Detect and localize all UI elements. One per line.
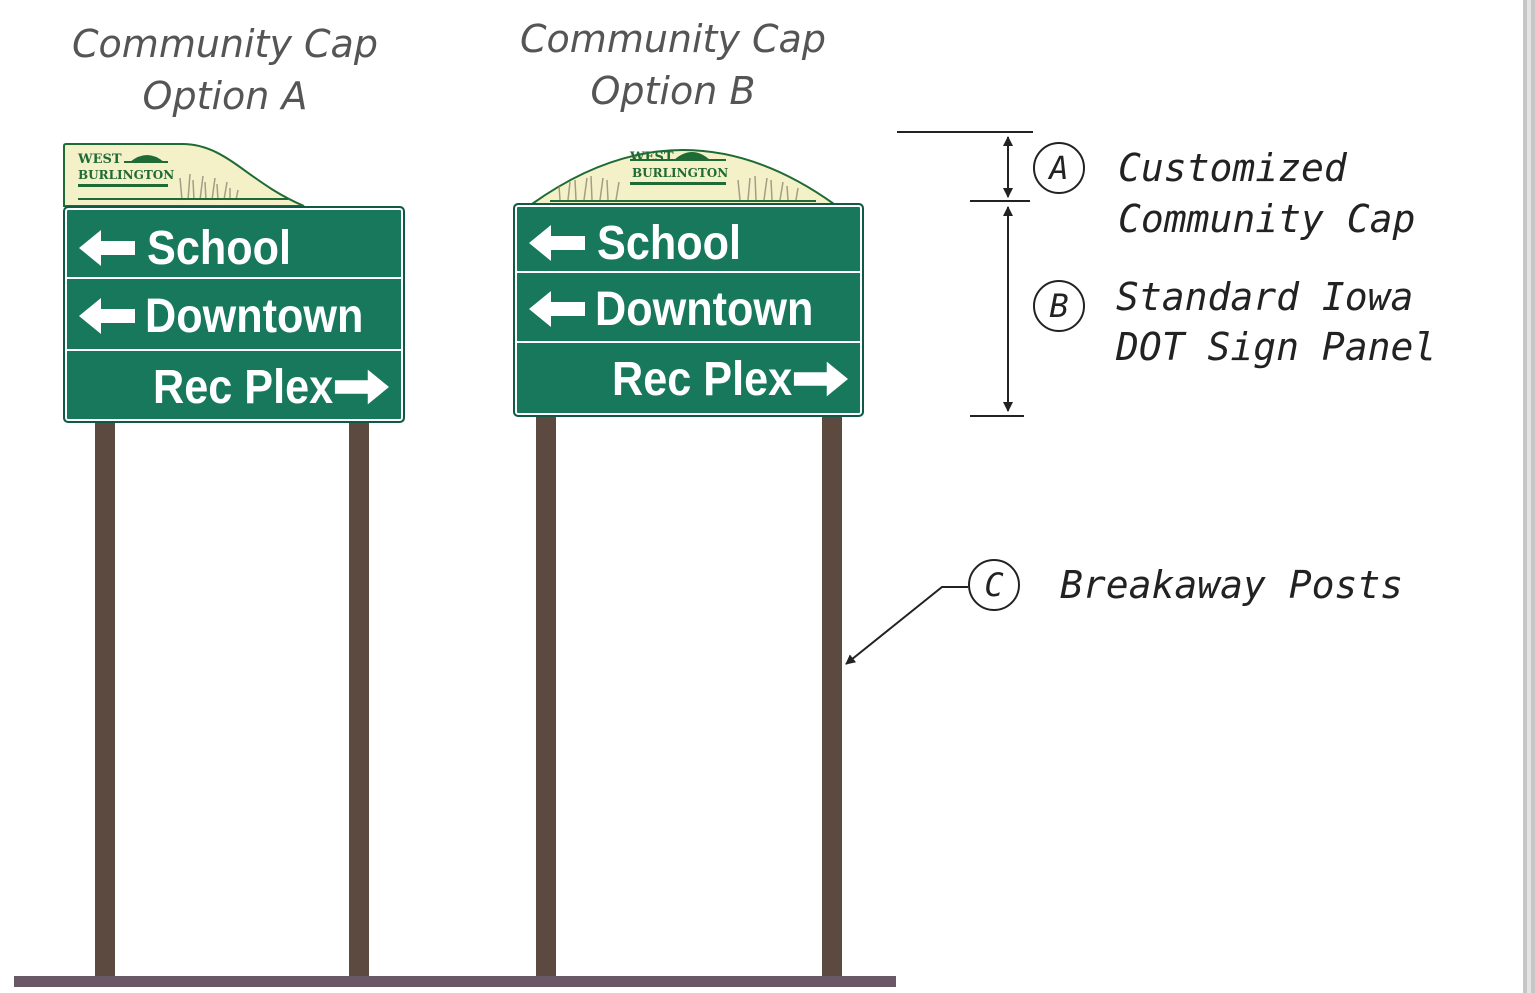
community-cap-b: WEST BURLINGTON: [530, 136, 836, 206]
sign-panel-b: School Downtown Rec Plex: [514, 204, 863, 416]
breakaway-post-a-right: [349, 420, 369, 978]
sign-b-row-recplex: Rec Plex: [515, 348, 862, 410]
page-edge-highlight: [1527, 0, 1531, 993]
breakaway-post-b-right: [822, 414, 842, 978]
callout-b-circle: B: [1033, 280, 1085, 332]
option-b-title-line2: Option B: [590, 69, 756, 113]
cap-b-logo-line2: BURLINGTON: [632, 166, 729, 180]
sign-b-row-school: School: [515, 213, 862, 273]
sign-b-divider-1: [515, 271, 862, 273]
callout-b-text-line2: DOT Sign Panel: [1116, 325, 1437, 369]
callout-a-text-line2: Community Cap: [1118, 197, 1416, 241]
breakaway-post-a-left: [95, 420, 115, 978]
left-arrow-icon: [529, 225, 585, 261]
sign-a-row-recplex: Rec Plex: [65, 356, 403, 418]
callout-b-text-line1: Standard Iowa: [1116, 275, 1414, 319]
cap-a-logo-line1: WEST: [78, 152, 122, 167]
sign-panel-a: School Downtown Rec Plex: [64, 207, 404, 422]
breakaway-post-b-left: [536, 414, 556, 978]
sign-b-row-downtown: Downtown: [515, 277, 862, 341]
right-arrow-icon: [334, 369, 389, 405]
option-b-title-line1: Community Cap: [520, 17, 826, 61]
sign-a-label-school: School: [147, 221, 292, 275]
cap-b-shape: [530, 149, 836, 205]
option-a-title-line1: Community Cap: [72, 22, 378, 66]
left-arrow-icon: [529, 291, 585, 327]
callout-a-text-line1: Customized: [1118, 146, 1347, 190]
sign-a-divider-1: [65, 277, 403, 279]
callout-c-text: Breakaway Posts: [1060, 563, 1404, 607]
cap-a-logo-line2: BURLINGTON: [78, 168, 175, 182]
sign-a-row-downtown: Downtown: [65, 284, 403, 348]
sign-b-label-school: School: [597, 216, 742, 270]
cap-b-logo-line1: WEST: [630, 150, 674, 165]
sign-a-label-recplex: Rec Plex: [152, 360, 333, 414]
left-arrow-icon: [79, 298, 135, 334]
right-arrow-icon: [793, 361, 848, 397]
left-arrow-icon: [79, 230, 135, 266]
sign-b-label-downtown: Downtown: [595, 282, 814, 336]
cap-a-shape: [63, 143, 305, 207]
callout-a-circle: A: [1033, 142, 1085, 194]
leader-line-c: [845, 586, 968, 665]
option-a-title-line2: Option A: [142, 74, 308, 118]
sign-a-label-downtown: Downtown: [145, 289, 364, 343]
callout-c-circle: C: [968, 559, 1020, 611]
option-b-title: Community Cap Option B: [488, 13, 858, 117]
ground-line: [14, 976, 896, 987]
sign-b-label-recplex: Rec Plex: [611, 352, 792, 406]
sign-b-divider-2: [515, 341, 862, 343]
option-a-title: Community Cap Option A: [40, 18, 410, 122]
sign-a-divider-2: [65, 349, 403, 351]
community-cap-a: WEST BURLINGTON: [62, 142, 306, 208]
sign-a-row-school: School: [65, 218, 403, 278]
